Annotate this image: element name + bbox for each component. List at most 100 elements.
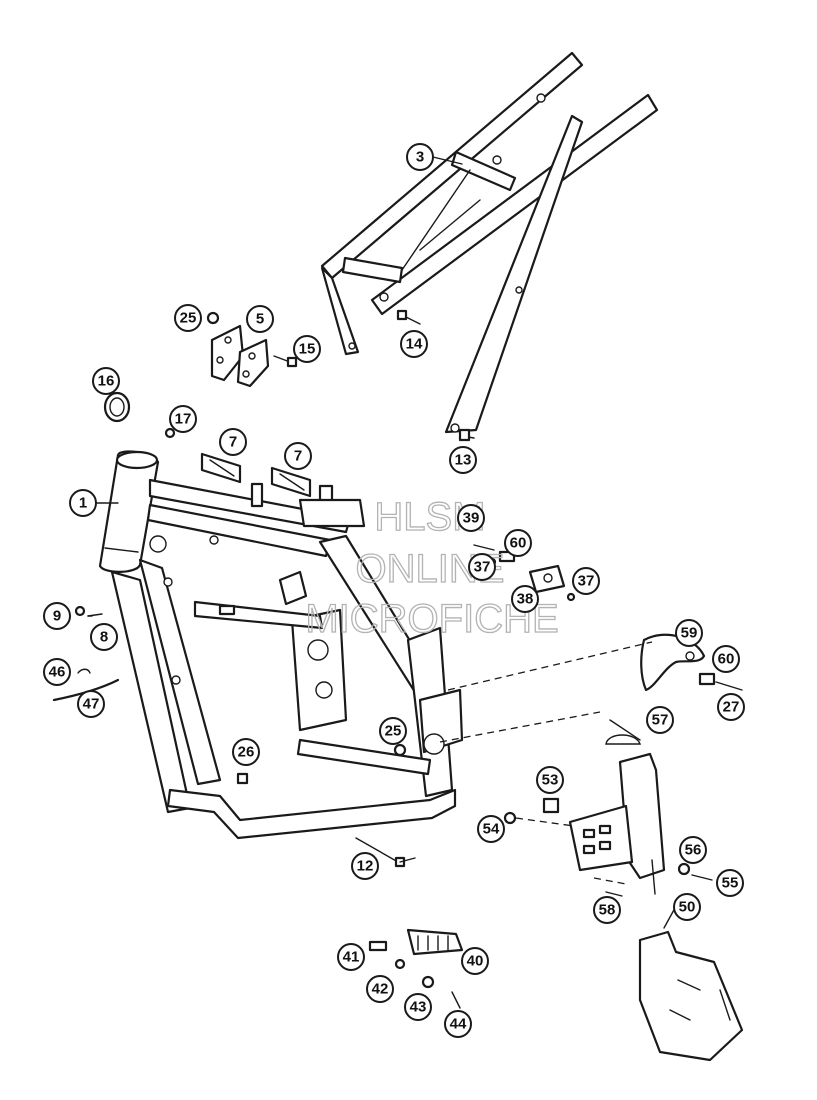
svg-text:15: 15 — [299, 341, 316, 358]
sticker-7-left — [200, 452, 242, 484]
callout-26: 26 — [232, 738, 260, 766]
callout-8: 8 — [90, 623, 118, 651]
callout-15: 15 — [293, 335, 321, 363]
callout-60-left: 60 — [504, 529, 532, 557]
callout-47: 47 — [77, 690, 105, 718]
washer-43 — [421, 975, 435, 989]
svg-text:58: 58 — [599, 902, 616, 919]
nut-25-frame — [393, 743, 407, 757]
svg-text:25: 25 — [180, 310, 197, 327]
bolt-58 — [605, 891, 623, 897]
bolt-55 — [691, 874, 713, 881]
svg-text:8: 8 — [100, 629, 108, 646]
svg-text:7: 7 — [294, 448, 302, 465]
callout-46: 46 — [43, 658, 71, 686]
svg-text:37: 37 — [474, 559, 491, 576]
callout-16: 16 — [92, 367, 120, 395]
svg-text:43: 43 — [410, 999, 427, 1016]
callout-13: 13 — [449, 446, 477, 474]
bolt-39 — [473, 544, 495, 551]
bolt-54 — [503, 811, 517, 825]
svg-text:59: 59 — [681, 625, 698, 642]
callout-14: 14 — [400, 330, 428, 358]
bracket-38 — [528, 564, 566, 594]
callout-55: 55 — [716, 869, 744, 897]
svg-text:17: 17 — [175, 411, 192, 428]
frame-protector-upper-50 — [568, 752, 666, 880]
bolt-15 — [273, 355, 298, 368]
callout-50: 50 — [673, 893, 701, 921]
assembly-line-protector-lower — [515, 817, 575, 827]
svg-text:44: 44 — [450, 1016, 467, 1033]
bolt-14 — [396, 309, 421, 325]
callout-17: 17 — [169, 405, 197, 433]
callout-3: 3 — [406, 143, 434, 171]
svg-text:27: 27 — [723, 699, 740, 716]
nut-26 — [236, 772, 249, 785]
assembly-line-bolt-58 — [593, 877, 627, 885]
callout-1: 1 — [69, 489, 97, 517]
pin-41 — [368, 940, 388, 952]
nut-37-right — [566, 592, 576, 602]
frame-protector-lower-50 — [638, 930, 744, 1062]
callout-44: 44 — [444, 1010, 472, 1038]
callout-42: 42 — [366, 975, 394, 1003]
callout-37-left: 37 — [468, 553, 496, 581]
callout-37-right: 37 — [572, 567, 600, 595]
svg-text:14: 14 — [406, 336, 423, 353]
callout-59: 59 — [675, 619, 703, 647]
callout-5: 5 — [246, 305, 274, 333]
svg-text:56: 56 — [685, 842, 702, 859]
svg-text:53: 53 — [542, 772, 559, 789]
callout-39: 39 — [457, 504, 485, 532]
callout-7-left: 7 — [219, 428, 247, 456]
assembly-line-protector — [439, 711, 601, 743]
callout-41: 41 — [337, 943, 365, 971]
svg-text:3: 3 — [416, 149, 424, 166]
subframe-part — [320, 51, 659, 434]
cotter-pin-44 — [451, 991, 461, 1009]
main-frame-part — [98, 450, 464, 840]
bolt-27 — [715, 681, 743, 691]
callout-9: 9 — [43, 602, 71, 630]
callout-7-right: 7 — [284, 442, 312, 470]
svg-text:60: 60 — [718, 651, 735, 668]
svg-text:7: 7 — [229, 434, 237, 451]
callout-57: 57 — [646, 706, 674, 734]
nut-25-top — [206, 311, 220, 325]
nut-56 — [677, 862, 691, 876]
callout-27: 27 — [717, 693, 745, 721]
callout-38: 38 — [511, 585, 539, 613]
callout-60-right: 60 — [712, 645, 740, 673]
svg-text:46: 46 — [49, 664, 66, 681]
svg-text:47: 47 — [83, 696, 100, 713]
callout-40: 40 — [461, 947, 489, 975]
svg-text:12: 12 — [357, 858, 374, 875]
svg-text:25: 25 — [385, 723, 402, 740]
callout-12: 12 — [351, 852, 379, 880]
svg-text:13: 13 — [455, 452, 472, 469]
bolt-13 — [458, 428, 475, 442]
clamp-57 — [605, 719, 641, 745]
cap-16 — [103, 391, 131, 423]
svg-text:55: 55 — [722, 875, 739, 892]
callout-58: 58 — [593, 896, 621, 924]
assembly-line-chain-guide — [447, 641, 653, 691]
svg-text:9: 9 — [53, 608, 61, 625]
svg-text:26: 26 — [238, 744, 255, 761]
svg-text:41: 41 — [343, 949, 360, 966]
svg-text:5: 5 — [256, 311, 264, 328]
svg-text:50: 50 — [679, 899, 696, 916]
svg-text:60: 60 — [510, 535, 527, 552]
svg-text:1: 1 — [79, 495, 87, 512]
spring-42 — [394, 958, 406, 970]
footpeg-40 — [406, 928, 464, 956]
svg-text:42: 42 — [372, 981, 389, 998]
spacer-53 — [542, 797, 560, 814]
callout-25-frame: 25 — [379, 717, 407, 745]
clip-46 — [77, 668, 91, 674]
svg-text:39: 39 — [463, 510, 480, 527]
svg-text:54: 54 — [483, 821, 500, 838]
spacer-60-right — [698, 672, 716, 686]
